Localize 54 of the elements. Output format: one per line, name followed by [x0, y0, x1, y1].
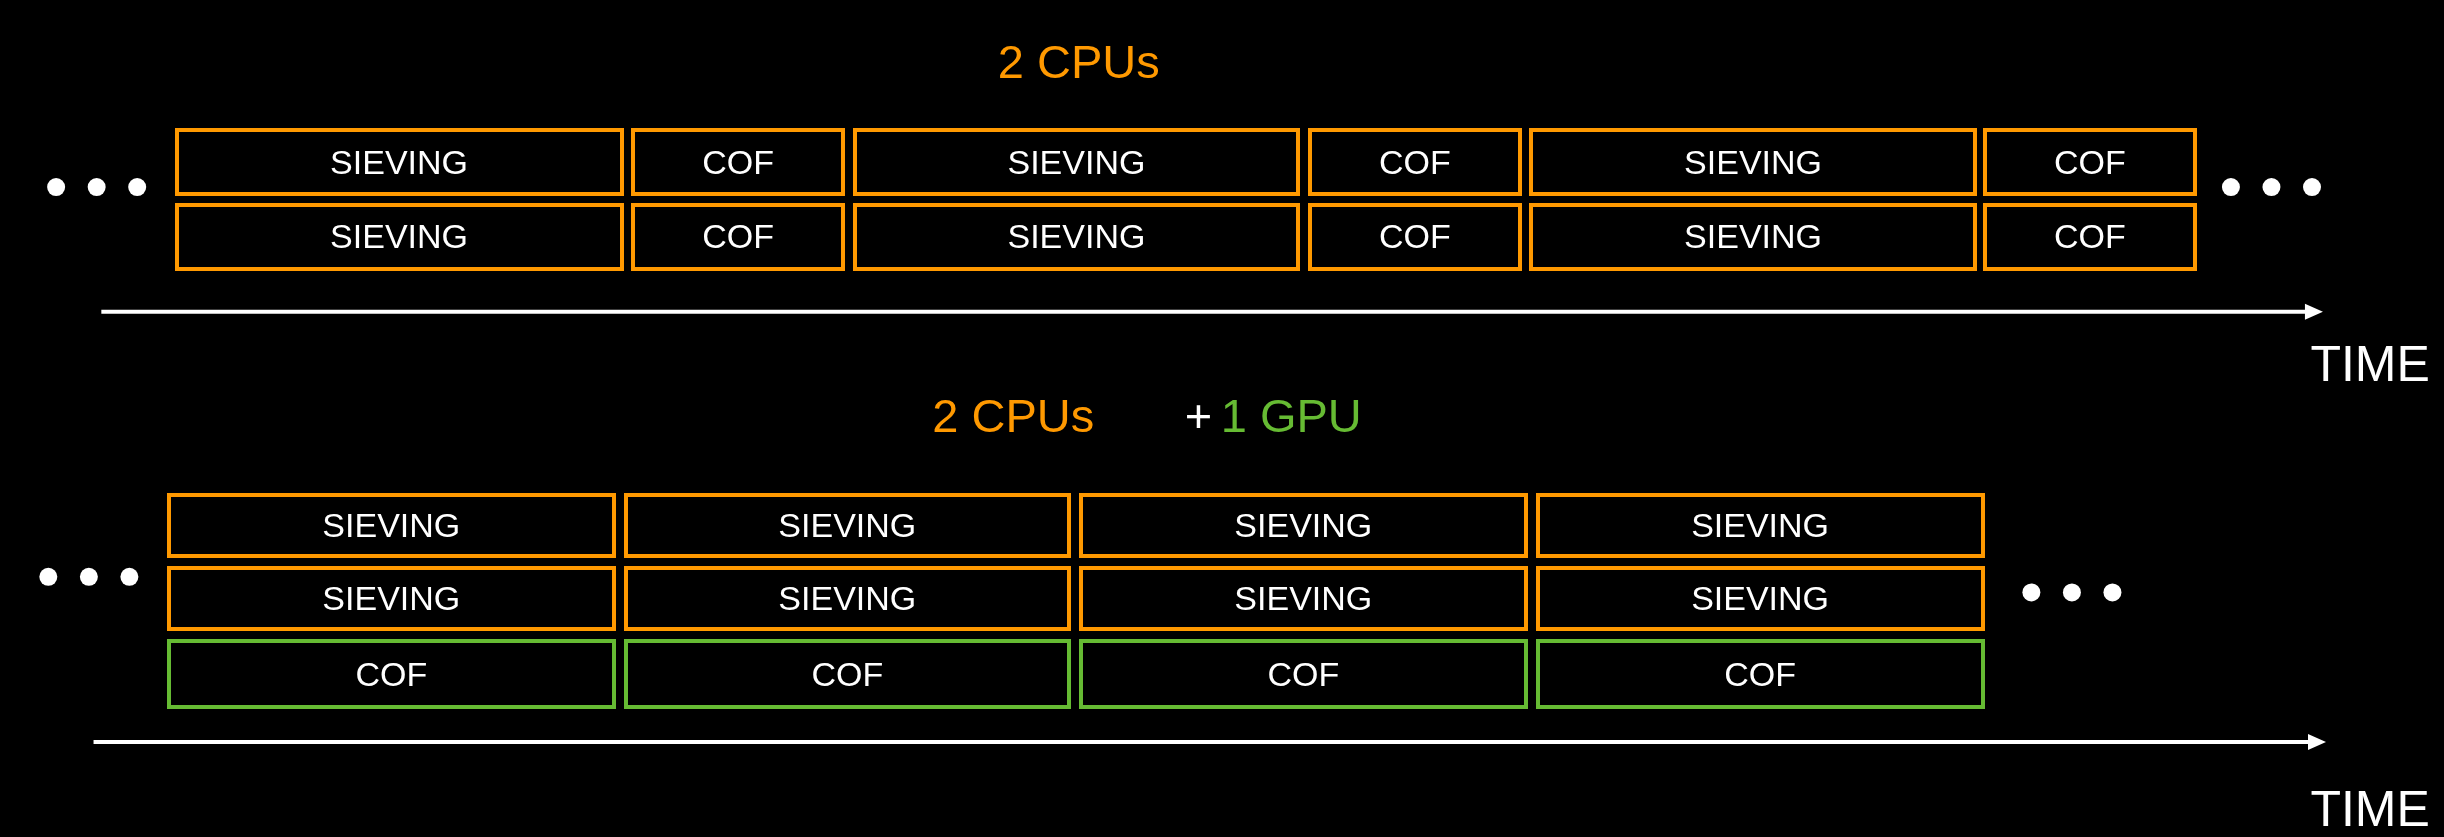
axis-label: TIME [2310, 779, 2430, 837]
task-label: COF [1378, 142, 1451, 182]
task-box [174, 202, 624, 272]
task-label: COF [2053, 142, 2126, 182]
task-label: SIEVING [322, 579, 461, 619]
task-box [852, 127, 1301, 197]
task-label: SIEVING [1684, 142, 1823, 182]
task-box [1535, 492, 1985, 559]
task-box [1078, 492, 1528, 559]
chart-title: 1 GPU [1220, 388, 1362, 444]
chart-title: + [1184, 388, 1213, 444]
task-label: COF [1724, 654, 1796, 694]
task-label: COF [1267, 654, 1340, 694]
task-box [1078, 639, 1528, 710]
task-box [852, 202, 1301, 272]
task-box [631, 127, 845, 197]
task-box [631, 202, 845, 272]
task-label: SIEVING [778, 505, 917, 545]
task-label: SIEVING [330, 217, 469, 257]
task-label: COF [2053, 217, 2126, 257]
task-box [1529, 127, 1977, 197]
task-box [1308, 127, 1522, 197]
task-box [1535, 639, 1985, 710]
task-label: SIEVING [778, 579, 917, 619]
task-label: COF [355, 654, 428, 694]
task-box [623, 565, 1071, 632]
task-box [166, 492, 616, 559]
task-box [1535, 565, 1985, 632]
task-box [1983, 127, 2197, 197]
task-box [1529, 202, 1977, 272]
chart-title: 2 CPUs [997, 34, 1160, 90]
task-box [623, 639, 1071, 710]
task-label: SIEVING [1007, 142, 1146, 182]
task-box [1078, 565, 1528, 632]
chart-title: 2 CPUs [932, 388, 1095, 444]
task-label: SIEVING [330, 142, 469, 182]
task-box [166, 565, 616, 632]
task-box [1308, 202, 1522, 272]
task-label: SIEVING [322, 505, 461, 545]
task-box [174, 127, 624, 197]
task-label: SIEVING [1234, 505, 1373, 545]
task-label: SIEVING [1007, 217, 1146, 257]
task-box [1983, 202, 2197, 272]
task-label: SIEVING [1234, 579, 1373, 619]
task-label: COF [1378, 217, 1451, 257]
task-label: COF [811, 654, 884, 694]
task-label: SIEVING [1691, 505, 1830, 545]
task-box [166, 639, 616, 710]
axis-label: TIME [2310, 335, 2430, 394]
task-label: COF [702, 142, 775, 182]
task-label: SIEVING [1691, 579, 1830, 619]
task-label: COF [702, 217, 775, 257]
task-label: SIEVING [1684, 217, 1823, 257]
task-box [623, 492, 1071, 559]
